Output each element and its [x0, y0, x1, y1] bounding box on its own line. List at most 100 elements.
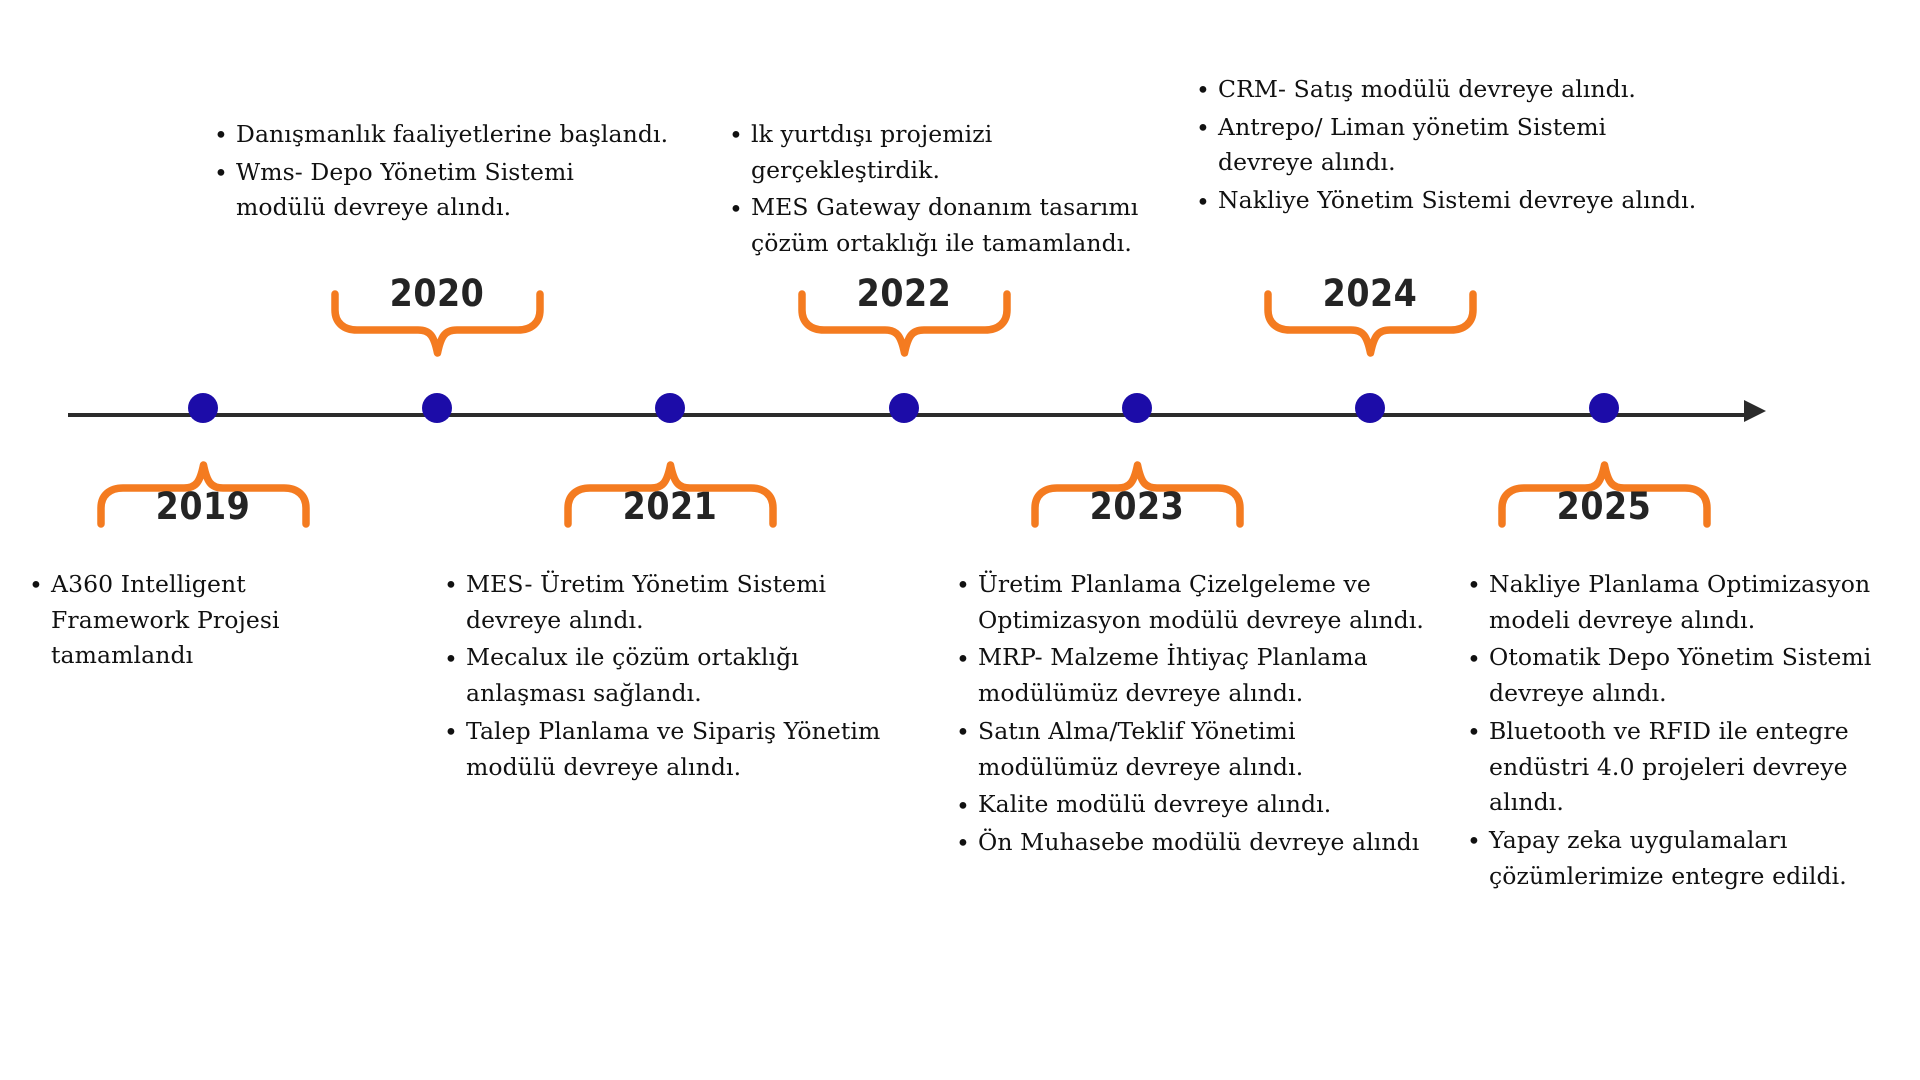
milestones-2022: •lk yurtdışı projemizi gerçekleştirdik. … [725, 117, 1165, 264]
list-item: • Wms- Depo Yönetim Sistemi modülü devrey… [210, 155, 670, 226]
milestone-text: Üretim Planlama Çizelgeleme ve Optimizas… [978, 570, 1425, 634]
milestone-text: Danışmanlık faaliyetlerine başlandı. [236, 120, 669, 148]
year-group-2022 [797, 290, 1012, 370]
timeline-node-2024[interactable] [1355, 393, 1385, 423]
list-item: • Mecalux ile çözüm ortaklığı anlaşması s… [440, 640, 915, 711]
year-label-2020: 2020 [389, 272, 485, 315]
year-group-2025 [1497, 448, 1712, 528]
milestone-list-2022: •lk yurtdışı projemizi gerçekleştirdik. … [725, 117, 1165, 262]
milestone-list-2023: • Üretim Planlama Çizelgeleme ve Optimiza… [952, 567, 1442, 861]
list-item: • Satın Alma/Teklif Yönetimi modülümüz de… [952, 714, 1442, 785]
list-item: • Talep Planlama ve Sipariş Yönetim modül… [440, 714, 915, 785]
year-group-2020 [330, 290, 545, 370]
axis-arrow-icon [1744, 400, 1766, 422]
milestone-text: Satın Alma/Teklif Yönetimi modülümüz dev… [978, 716, 1304, 781]
year-label-2019: 2019 [155, 485, 251, 528]
timeline-node-2025[interactable] [1589, 393, 1619, 423]
bullet-icon: • [956, 571, 970, 600]
milestones-2024: •CRM- Satış modülü devreye alındı. • Antr… [1192, 72, 1702, 221]
milestone-text: Wms- Depo Yönetim Sistemi modülü devreye… [236, 157, 575, 222]
milestone-list-2025: • Nakliye Planlama Optimizasyon modeli de… [1463, 567, 1920, 894]
list-item: •CRM- Satış modülü devreye alındı. [1192, 72, 1702, 108]
timeline-node-2022[interactable] [889, 393, 919, 423]
milestone-text: Antrepo/ Liman yönetim Sistemi devreye a… [1218, 112, 1607, 177]
year-label-2024: 2024 [1322, 272, 1418, 315]
bullet-icon: • [444, 644, 458, 673]
year-label-2023: 2023 [1089, 485, 1185, 528]
milestone-text: Bluetooth ve RFID ile entegre endüstri 4… [1489, 716, 1849, 817]
milestones-2020: • Danışmanlık faaliyetlerine başlandı. • W… [210, 117, 670, 228]
brace-up-icon [798, 290, 1011, 357]
bullet-icon: • [444, 718, 458, 747]
milestone-list-2020: • Danışmanlık faaliyetlerine başlandı. • W… [210, 117, 670, 226]
list-item: • Nakliye Yönetim Sistemi devreye alındı. [1192, 183, 1702, 219]
bullet-icon: • [956, 644, 970, 673]
milestone-text: lk yurtdışı projemizi gerçekleştirdik. [751, 120, 993, 184]
bullet-icon: • [1467, 827, 1481, 856]
brace-down-icon [1031, 461, 1244, 528]
bullet-icon: • [956, 791, 970, 820]
bullet-icon: • [29, 571, 43, 600]
bullet-icon: • [729, 194, 743, 223]
list-item: • MRP- Malzeme İhtiyaç Planlama modülümüz… [952, 640, 1442, 711]
timeline-node-2021[interactable] [655, 393, 685, 423]
milestone-text: Ön Muhasebe modülü devreye alındı [978, 828, 1420, 857]
brace-down-icon [1498, 461, 1711, 528]
milestone-text: A360 Intelligent Framework Projesi tamam… [51, 570, 280, 670]
milestones-2021: • MES- Üretim Yönetim Sistemi devreye alı… [440, 567, 915, 787]
milestone-text: Nakliye Yönetim Sistemi devreye alındı. [1218, 186, 1697, 215]
brace-down-icon [564, 461, 777, 528]
milestone-text: Kalite modülü devreye alındı. [978, 790, 1332, 819]
bullet-icon: • [1196, 76, 1210, 105]
list-item: • Otomatik Depo Yönetim Sistemi devreye a… [1463, 640, 1920, 711]
milestone-list-2019: • A360 Intelligent Framework Projesi tama… [25, 567, 385, 674]
list-item: • MES Gateway donanım tasarımı çözüm orta… [725, 190, 1165, 261]
year-group-2019 [96, 448, 311, 528]
milestone-list-2021: • MES- Üretim Yönetim Sistemi devreye alı… [440, 567, 915, 785]
bullet-icon: • [956, 829, 970, 858]
list-item: • A360 Intelligent Framework Projesi tama… [25, 567, 385, 674]
milestone-list-2024: •CRM- Satış modülü devreye alındı. • Antr… [1192, 72, 1702, 219]
bullet-icon: • [956, 718, 970, 747]
milestone-text: Otomatik Depo Yönetim Sistemi devreye al… [1489, 643, 1872, 708]
milestone-text: MES- Üretim Yönetim Sistemi devreye alın… [466, 570, 827, 634]
milestones-2025: • Nakliye Planlama Optimizasyon modeli de… [1463, 567, 1920, 896]
bullet-icon: • [1467, 718, 1481, 747]
list-item: • Bluetooth ve RFID ile entegre endüstri … [1463, 714, 1920, 821]
year-group-2021 [563, 448, 778, 528]
milestone-text: MRP- Malzeme İhtiyaç Planlama modülümüz … [978, 643, 1368, 708]
year-group-2023 [1030, 448, 1245, 528]
bullet-icon: • [729, 121, 743, 150]
milestone-text: Mecalux ile çözüm ortaklığı anlaşması sa… [466, 643, 799, 708]
milestones-2023: • Üretim Planlama Çizelgeleme ve Optimiza… [952, 567, 1442, 863]
bullet-icon: • [1196, 114, 1210, 143]
brace-down-icon [97, 461, 310, 528]
list-item: • Üretim Planlama Çizelgeleme ve Optimiza… [952, 567, 1442, 638]
bullet-icon: • [214, 159, 228, 188]
list-item: • lk yurtdışı projemizi gerçekleştirdik. [725, 117, 1165, 188]
timeline-node-2019[interactable] [188, 393, 218, 423]
list-item: • Ön Muhasebe modülü devreye alındı [952, 825, 1442, 861]
list-item: • Antrepo/ Liman yönetim Sistemi devreye … [1192, 110, 1702, 181]
list-item: • MES- Üretim Yönetim Sistemi devreye alı… [440, 567, 915, 638]
list-item: • Kalite modülü devreye alındı. [952, 787, 1442, 823]
list-item: • Yapay zeka uygulamaları çözümlerimize e… [1463, 823, 1920, 894]
milestone-text: Yapay zeka uygulamaları çözümlerimize en… [1489, 826, 1847, 890]
bullet-icon: • [444, 571, 458, 600]
milestone-text: MES Gateway donanım tasarımı çözüm ortak… [751, 193, 1139, 258]
bullet-icon: • [1196, 187, 1210, 216]
year-label-2022: 2022 [856, 272, 952, 315]
bullet-icon: • [1467, 571, 1481, 600]
year-group-2024 [1263, 290, 1478, 370]
year-label-2025: 2025 [1556, 485, 1652, 528]
bullet-icon: • [214, 121, 228, 150]
milestone-text: Talep Planlama ve Sipariş Yönetim modülü… [466, 716, 881, 781]
brace-up-icon [331, 290, 544, 357]
bullet-icon: • [1467, 644, 1481, 673]
timeline-node-2020[interactable] [422, 393, 452, 423]
list-item: • Danışmanlık faaliyetlerine başlandı. [210, 117, 670, 153]
year-label-2021: 2021 [622, 485, 718, 528]
timeline-node-2023[interactable] [1122, 393, 1152, 423]
milestone-text: Nakliye Planlama Optimizasyon modeli dev… [1489, 570, 1871, 634]
